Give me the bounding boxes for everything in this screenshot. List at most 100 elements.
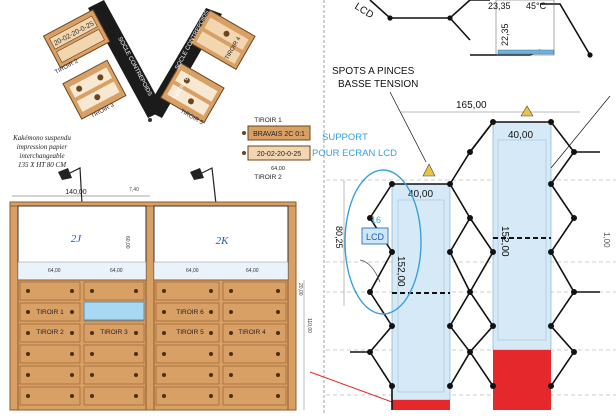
drawer-knob [209, 373, 213, 377]
drawer-cell [155, 386, 220, 406]
drawer-knob [70, 331, 74, 335]
hex-node [467, 289, 473, 295]
drawer-knob [70, 310, 74, 314]
kakemono-line-4: 135 X HT 80 CM [18, 161, 67, 169]
lcd-box-label: LCD [366, 232, 385, 242]
lamps [58, 167, 217, 205]
hex-node [367, 349, 373, 355]
hex-node [447, 249, 453, 255]
drawer-knob [70, 394, 74, 398]
drawer-knob [209, 394, 213, 398]
drawer-knob [229, 373, 233, 377]
hex-node [389, 323, 395, 329]
drawer-knob [90, 352, 94, 356]
top-dim-2: 45°C [526, 1, 547, 11]
top-dim-1: 23,35 [488, 1, 511, 11]
drawer-knob [209, 310, 213, 314]
hex-node [389, 249, 395, 255]
detail-dim: 64,00 [271, 166, 285, 172]
drawer-cell [83, 365, 145, 385]
drawer-label-tiroir-5: TIROIR 5 [176, 329, 204, 336]
detail-row-1: BRAVAIS 2C 0:1 [253, 131, 305, 138]
drawer-knob [276, 289, 280, 293]
dim-total-width: 140,00 [65, 189, 87, 196]
drawer-cell [155, 365, 220, 385]
width-165-dim: 165,00 [456, 100, 487, 111]
drawer-cell [19, 365, 81, 385]
drawer-knob [134, 394, 138, 398]
drawer-knob [134, 373, 138, 377]
far-right-dim: 1,00 [602, 232, 611, 248]
hex-node [571, 349, 577, 355]
drawer-cell [222, 302, 287, 322]
kakemono-line-3: interchangeable [19, 152, 64, 160]
drawer-knob [70, 289, 74, 293]
kakemono-line-2: impression papier [17, 143, 68, 151]
drawer-knob [26, 310, 30, 314]
hex-node [389, 181, 395, 187]
cabinet: 2J 2K 64,00 64,00 64,00 64,00 60,00 TIRO… [9, 201, 312, 411]
drawer-knob [26, 394, 30, 398]
drawer-cell [155, 302, 220, 322]
drawer-cell [83, 344, 145, 364]
width-40-a: 40,00 [408, 189, 433, 200]
drawer-label-tiroir-4: TIROIR 4 [238, 329, 266, 336]
drawer-knob [134, 289, 138, 293]
hex-node [447, 383, 453, 389]
hex-node [490, 119, 496, 125]
hex-node [447, 323, 453, 329]
lcd-box-num: 16 [371, 215, 381, 225]
hex-nodes [367, 119, 577, 389]
drawer-cell [155, 323, 220, 343]
right-elevation: LCD 23,35 45°C 22,35 SPOTS A PINCES BASS… [326, 0, 616, 410]
drawer-knob [229, 394, 233, 398]
detail-top-label: TIROIR 1 [254, 117, 282, 124]
hex-node [548, 323, 554, 329]
support-line-1: SUPPORT [322, 132, 368, 143]
drawer-knob [90, 331, 94, 335]
hex-node [490, 323, 496, 329]
drawer-height-dim: 20,00 [297, 283, 303, 296]
drawer-knob [276, 310, 280, 314]
hex-node [490, 383, 496, 389]
kakemono-line-1: Kakémono suspendu [12, 134, 71, 142]
drawer-knob [162, 331, 166, 335]
hex-node [467, 349, 473, 355]
drawer-knob [209, 289, 213, 293]
drawer-cell [222, 323, 287, 343]
hex-node [490, 249, 496, 255]
drawer-label-tiroir-1: TIROIR 1 [36, 309, 64, 316]
drawer-knob [229, 331, 233, 335]
drawer-knob [70, 352, 74, 356]
support-line-2: POUR ECRAN LCD [312, 148, 397, 159]
drawer-knob [162, 352, 166, 356]
drawer-cell [222, 281, 287, 301]
height-152-b: 152,00 [499, 226, 510, 257]
drawer-cell [19, 302, 81, 322]
drawer-cell [19, 344, 81, 364]
spots-line-1: SPOTS A PINCES [332, 66, 415, 77]
inner-width-2: 64,00 [110, 268, 123, 274]
hex-node [548, 181, 554, 187]
drawer-knob [90, 289, 94, 293]
width-40-b: 40,00 [508, 130, 533, 141]
drawer-cell [222, 386, 287, 406]
drawer-knob [162, 310, 166, 314]
drawer-knob [134, 352, 138, 356]
inner-width-3: 64,00 [186, 268, 199, 274]
tiroir-detail: TIROIR 1 BRAVAIS 2C 0:1 20-02-20-0-25 64… [242, 117, 311, 181]
red-leader-line [309, 371, 393, 403]
window-left-label: 2J [71, 233, 83, 245]
kakemono-note: Kakémono suspendu impression papier inte… [12, 134, 71, 169]
drawer-cell [19, 281, 81, 301]
drawer-cell [83, 386, 145, 406]
drawer-knob [162, 289, 166, 293]
drawer-knob [134, 331, 138, 335]
hex-node [447, 181, 453, 187]
hex-node [389, 383, 395, 389]
drawer-knob [209, 352, 213, 356]
drawer-knob [276, 373, 280, 377]
window-right-label: 2K [216, 235, 230, 247]
drawer-cell [19, 323, 81, 343]
